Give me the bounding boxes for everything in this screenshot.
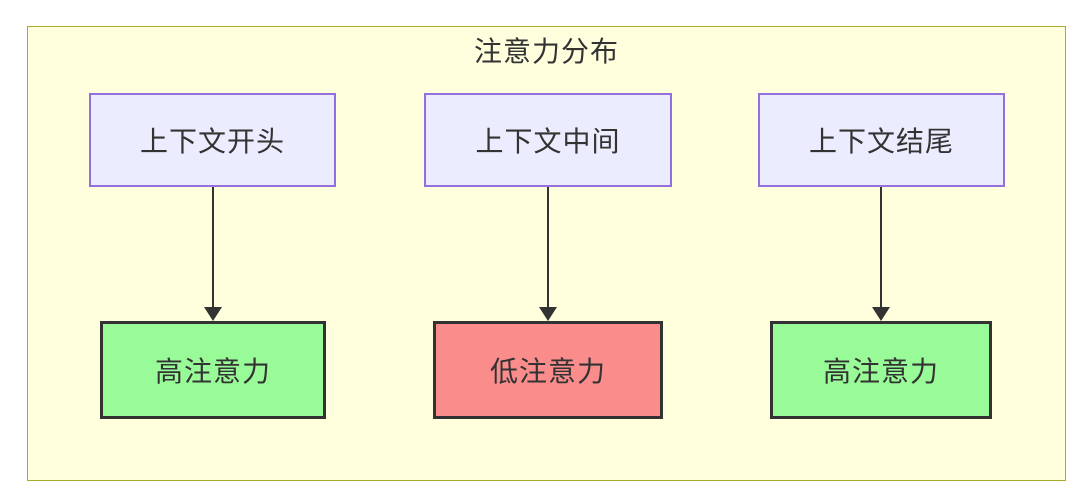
- node-high-attention-right: 高注意力: [770, 321, 992, 419]
- edge-line: [880, 187, 882, 307]
- node-context-end: 上下文结尾: [758, 93, 1005, 187]
- node-low-attention-middle: 低注意力: [433, 321, 663, 419]
- diagram-title: 注意力分布: [473, 36, 619, 67]
- edge-line: [547, 187, 549, 307]
- arrowhead-down-icon: [204, 307, 222, 321]
- edge-line: [212, 187, 214, 307]
- node-context-start: 上下文开头: [89, 93, 336, 187]
- edge-middle-to-low-attention: [539, 187, 557, 321]
- node-high-attention-left: 高注意力: [100, 321, 326, 419]
- edge-start-to-high-attention: [204, 187, 222, 321]
- arrowhead-down-icon: [539, 307, 557, 321]
- arrowhead-down-icon: [872, 307, 890, 321]
- node-context-middle: 上下文中间: [424, 93, 672, 187]
- edge-end-to-high-attention: [872, 187, 890, 321]
